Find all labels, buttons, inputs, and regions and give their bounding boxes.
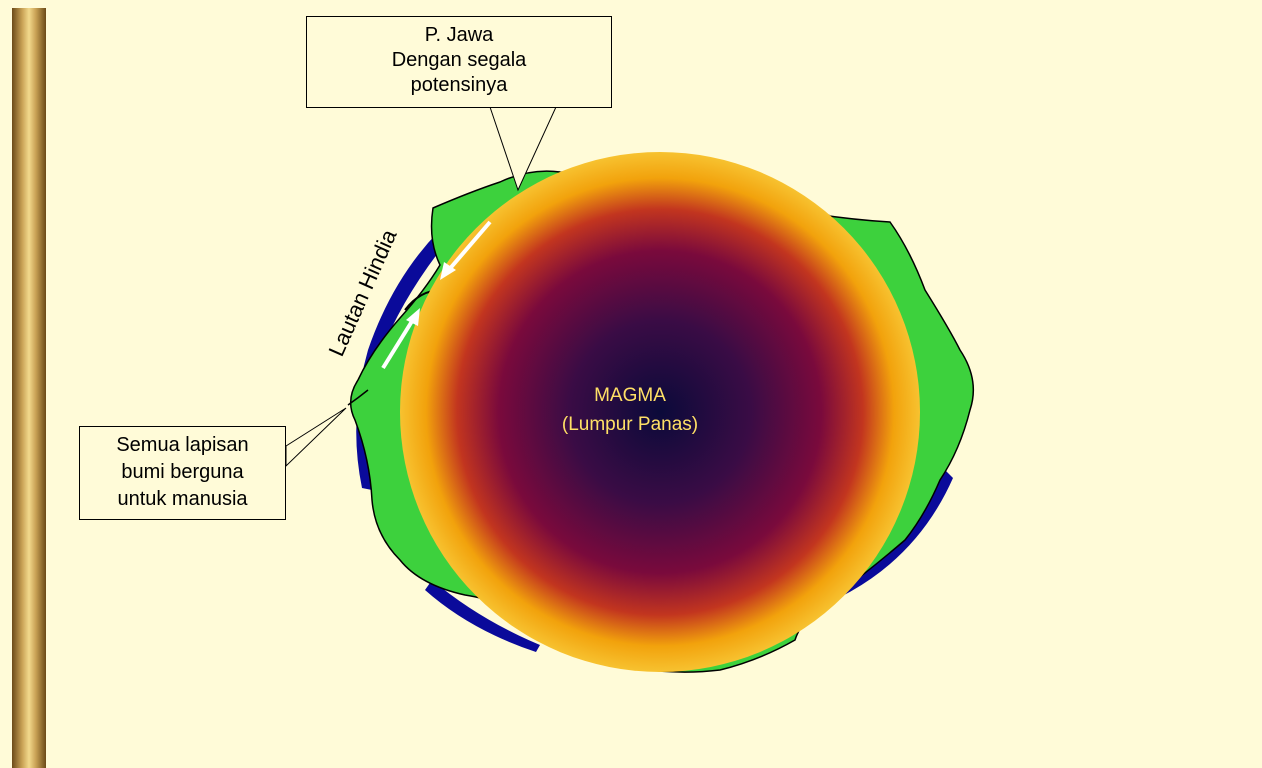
core-subtitle: (Lumpur Panas) [561, 414, 699, 435]
callout-layers-line-3: untuk manusia [117, 488, 248, 510]
callout-java-line-3: potensinya [410, 74, 508, 96]
arrow-down [445, 220, 492, 274]
core-title: MAGMA [594, 385, 666, 406]
plate-movement-arrows [381, 220, 492, 370]
callout-left-pointer [285, 407, 347, 468]
decorative-side-bar [12, 8, 46, 768]
arrow-up-head [406, 308, 420, 326]
callout-java-line-1: P. Jawa [424, 24, 494, 46]
magma-core [400, 152, 920, 672]
callout-layers-line-2: bumi berguna [121, 461, 244, 483]
arrow-down-head [440, 262, 456, 280]
callout-java-island: P. Jawa Dengan segala potensinya [306, 16, 612, 108]
callout-layers-line-1: Semua lapisan [116, 434, 249, 456]
callout-java-line-2: Dengan segala [391, 49, 527, 71]
ocean-patch-bottom-left [425, 580, 540, 652]
callout-earth-layers: Semua lapisan bumi berguna untuk manusia [79, 426, 286, 520]
arrow-up [381, 316, 416, 370]
fault-line [347, 389, 369, 406]
